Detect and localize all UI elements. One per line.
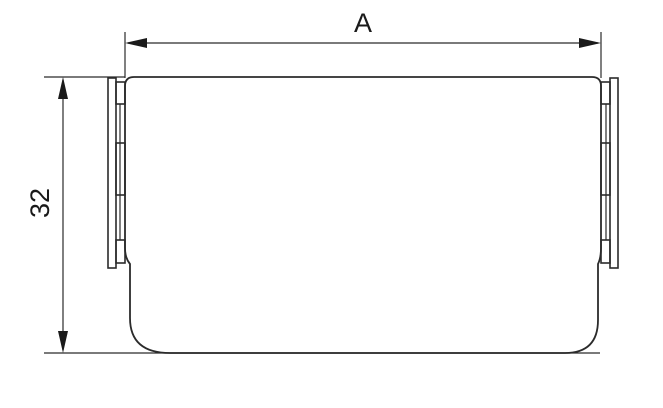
width-arrow-right — [579, 38, 601, 48]
right-plate-outer — [609, 77, 619, 269]
left-plate-outer — [107, 77, 117, 269]
tray-body — [124, 76, 602, 354]
left-hinge-top — [115, 81, 126, 105]
left-side-plate — [107, 77, 126, 269]
tray-outline — [124, 76, 602, 354]
height-label: 32 — [25, 188, 55, 218]
width-label: A — [354, 8, 372, 38]
height-dimension: 32 — [25, 76, 600, 354]
right-hinge-bottom — [600, 239, 611, 264]
height-arrow-top — [58, 77, 68, 99]
height-arrow-bottom — [58, 331, 68, 353]
right-hinge-top — [600, 81, 611, 105]
left-hinge-bottom — [115, 239, 126, 264]
right-side-plate — [600, 77, 619, 269]
width-dimension: A — [124, 8, 602, 78]
width-arrow-left — [125, 38, 147, 48]
